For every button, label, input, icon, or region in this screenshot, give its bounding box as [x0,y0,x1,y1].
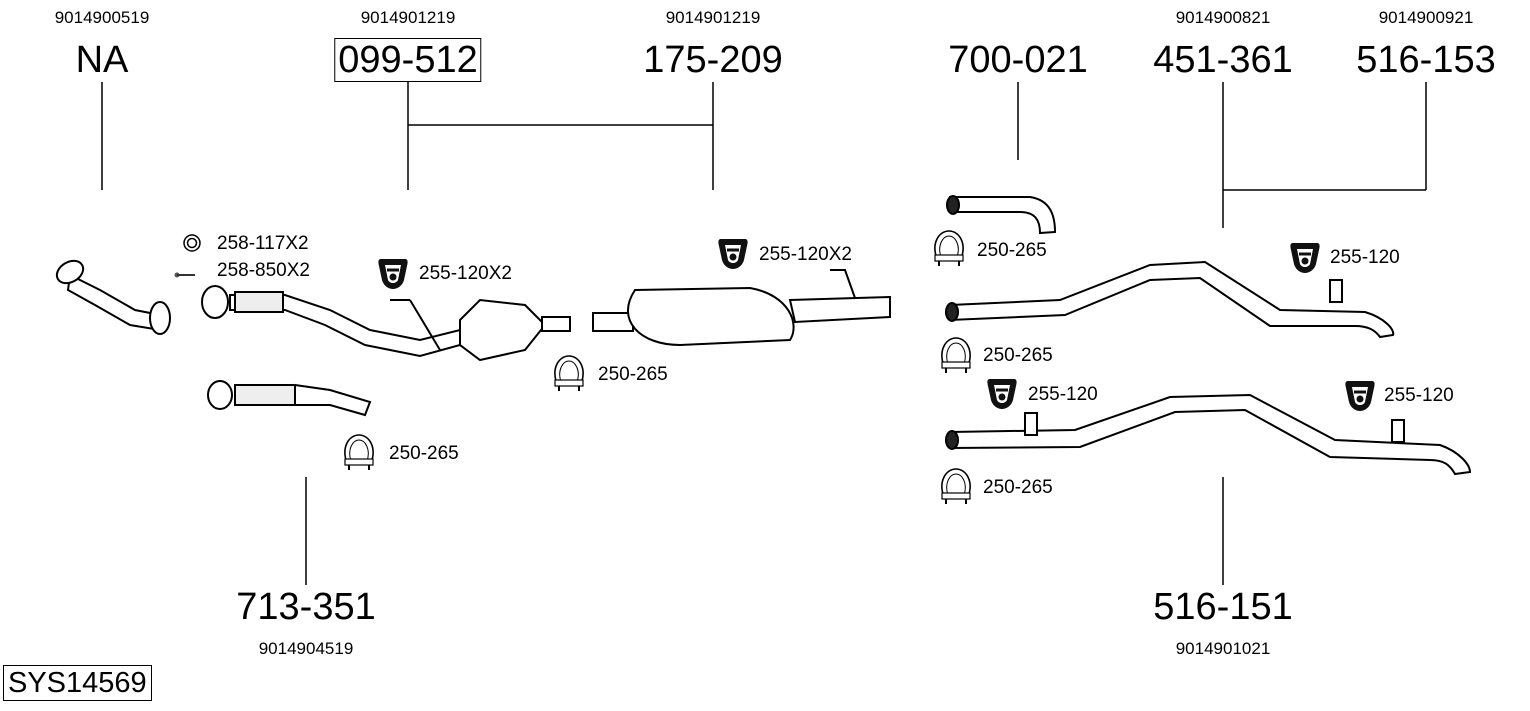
rear-pipe-451-361 [945,260,1395,339]
rubber-hanger-icon [716,237,750,271]
pipe-clamp-icon [933,230,965,267]
accessory-label[interactable]: 255-120 [1330,247,1400,268]
accessory-label[interactable]: 255-120X2 [419,263,512,284]
rubber-hanger-icon [1288,241,1322,275]
bolt-icon [174,272,195,278]
part-number[interactable]: 451-361 [1153,39,1293,81]
accessory-label[interactable]: 250-265 [983,345,1053,366]
part-number-highlighted[interactable]: 099-512 [334,38,482,82]
rubber-hanger-icon [376,257,410,291]
accessory-label[interactable]: 250-265 [983,477,1053,498]
ref-number: 9014900821 [1175,8,1271,27]
ref-number: 9014901219 [665,8,761,27]
ref-number: 9014901021 [1175,639,1271,658]
pipe-clamp-icon [940,468,972,505]
ref-number: 9014901219 [360,8,456,27]
accessory-label[interactable]: 250-265 [389,443,459,464]
ref-number: 9014904519 [258,639,354,658]
accessory-label[interactable]: 255-120 [1028,384,1098,405]
pipe-clamp-icon [343,434,375,471]
flex-pipe-713-351 [207,380,372,417]
rear-pipe-516-151 [945,393,1472,476]
part-number[interactable]: 700-021 [948,39,1088,81]
pipe-clamp-icon [940,337,972,374]
accessory-label[interactable]: 258-850X2 [217,260,310,281]
front-pipe-na [55,259,171,335]
pipe-clamp-icon [553,355,585,392]
catalytic-converter-099-512 [201,285,571,362]
gasket-ring-icon [183,234,201,252]
accessory-label[interactable]: 258-117X2 [217,233,309,254]
system-code: SYS14569 [3,665,152,701]
accessory-label[interactable]: 255-120X2 [759,244,852,265]
accessory-label[interactable]: 250-265 [977,240,1047,261]
ref-number: 9014900519 [54,8,150,27]
middle-muffler-175-209 [592,269,891,347]
part-number[interactable]: NA [75,39,129,81]
part-number[interactable]: 175-209 [643,39,783,81]
part-number[interactable]: 516-153 [1356,39,1496,81]
leader-lines [101,82,1427,585]
rubber-hanger-icon [985,377,1019,411]
tail-pipe-700-021 [946,195,1057,235]
accessory-label[interactable]: 250-265 [598,364,668,385]
accessory-label[interactable]: 255-120 [1384,385,1454,406]
part-number[interactable]: 713-351 [236,586,376,628]
part-number[interactable]: 516-151 [1153,586,1293,628]
rubber-hanger-icon [1343,379,1377,413]
ref-number: 9014900921 [1378,8,1474,27]
